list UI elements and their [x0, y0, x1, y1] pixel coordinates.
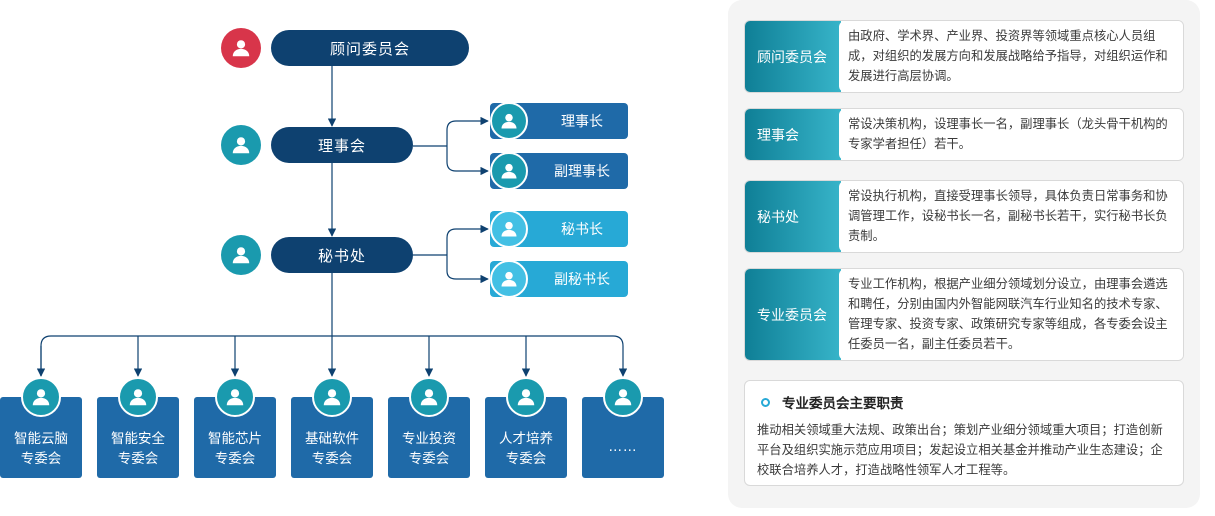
secretary-general-node: 秘书长: [490, 210, 628, 248]
committee-suffix: 专委会: [20, 451, 62, 467]
row-description: 常设决策机构，设理事长一名，副理事长（龙头骨干机构的专家学者担任）若干。: [839, 109, 1183, 160]
committee-card-more: ……: [582, 377, 664, 478]
vice-chairman-label: 副理事长: [554, 164, 610, 180]
person-icon: [603, 377, 643, 417]
committee-card: 人才培养 专委会: [485, 377, 567, 478]
committee-suffix: 专委会: [311, 451, 353, 467]
person-icon: [490, 152, 528, 190]
council-node: 理事会: [271, 127, 413, 163]
connector-lines: [36, 66, 628, 377]
secretariat-node: 秘书处: [271, 237, 413, 273]
duties-title: 专业委员会主要职责: [782, 396, 904, 412]
committee-name: 智能安全: [111, 431, 165, 447]
committee-suffix: 专委会: [408, 451, 450, 467]
secretary-general-label: 秘书长: [561, 222, 603, 238]
secretariat-label: 秘书处: [317, 246, 366, 265]
row-tag: 专业委员会: [745, 269, 841, 360]
person-icon: [221, 125, 261, 165]
person-icon: [490, 260, 528, 298]
committee-card: 智能芯片 专委会: [194, 377, 276, 478]
chairman-label: 理事长: [561, 114, 603, 130]
committee-name: 智能云脑: [14, 431, 68, 447]
person-icon: [21, 377, 61, 417]
person-icon: [409, 377, 449, 417]
row-description: 由政府、学术界、产业界、投资界等领域重点核心人员组成，对组织的发展方向和发展战略…: [839, 21, 1183, 92]
committee-description-row: 专业委员会 专业工作机构，根据产业细分领域划分设立，由理事会遴选和聘任，分别由国…: [744, 268, 1184, 361]
committee-card: 智能安全 专委会: [97, 377, 179, 478]
ring-icon: [761, 397, 770, 407]
committee-suffix: 专委会: [505, 451, 547, 467]
person-icon: [221, 235, 261, 275]
row-description: 常设执行机构，直接受理事长领导，具体负责日常事务和协调管理工作，设秘书长一名，副…: [839, 181, 1183, 252]
deputy-secretary-general-label: 副秘书长: [554, 272, 610, 288]
chairman-node: 理事长: [490, 102, 628, 140]
row-tag: 秘书处: [745, 181, 841, 252]
committee-duties-box: 专业委员会主要职责 推动相关领域重大法规、政策出台；策划产业细分领域重大项目；打…: [744, 380, 1184, 486]
committee-name: 基础软件: [305, 431, 359, 447]
person-icon: [506, 377, 546, 417]
row-tag: 顾问委员会: [745, 21, 841, 92]
committee-card: 智能云脑 专委会: [0, 377, 82, 478]
vice-chairman-node: 副理事长: [490, 152, 628, 190]
committee-name: 人才培养: [499, 431, 553, 447]
committee-card: 基础软件 专委会: [291, 377, 373, 478]
council-description-row: 理事会 常设决策机构，设理事长一名，副理事长（龙头骨干机构的专家学者担任）若干。: [744, 108, 1184, 161]
person-icon: [215, 377, 255, 417]
deputy-secretary-general-node: 副秘书长: [490, 260, 628, 298]
committee-suffix: 专委会: [214, 451, 256, 467]
advisory-committee-node: 顾问委员会: [271, 30, 469, 66]
secretariat-description-row: 秘书处 常设执行机构，直接受理事长领导，具体负责日常事务和协调管理工作，设秘书长…: [744, 180, 1184, 253]
row-description: 专业工作机构，根据产业细分领域划分设立，由理事会遴选和聘任，分别由国内外智能网联…: [839, 269, 1183, 360]
person-icon: [490, 210, 528, 248]
duties-body: 推动相关领域重大法规、政策出台；策划产业细分领域重大项目；打造创新平台及组织实施…: [757, 423, 1163, 477]
org-chart: 顾问委员会 理事会 秘书处 理事长 副理事长 秘书长 副秘书长 智能云脑 专委会…: [0, 28, 664, 478]
duties-header: 专业委员会主要职责: [757, 392, 1171, 412]
committee-card: 专业投资 专委会: [388, 377, 470, 478]
council-label: 理事会: [317, 136, 366, 155]
person-icon: [221, 28, 261, 68]
person-icon: [118, 377, 158, 417]
committee-suffix: 专委会: [117, 451, 159, 467]
advisory-description-row: 顾问委员会 由政府、学术界、产业界、投资界等领域重点核心人员组成，对组织的发展方…: [744, 20, 1184, 93]
person-icon: [490, 102, 528, 140]
committee-name: 专业投资: [402, 431, 456, 447]
person-icon: [312, 377, 352, 417]
committee-name: 智能芯片: [208, 431, 262, 447]
description-panel: 顾问委员会 由政府、学术界、产业界、投资界等领域重点核心人员组成，对组织的发展方…: [728, 0, 1200, 508]
advisory-committee-label: 顾问委员会: [329, 39, 410, 58]
row-tag: 理事会: [745, 109, 841, 160]
committee-ellipsis: ……: [608, 439, 638, 455]
